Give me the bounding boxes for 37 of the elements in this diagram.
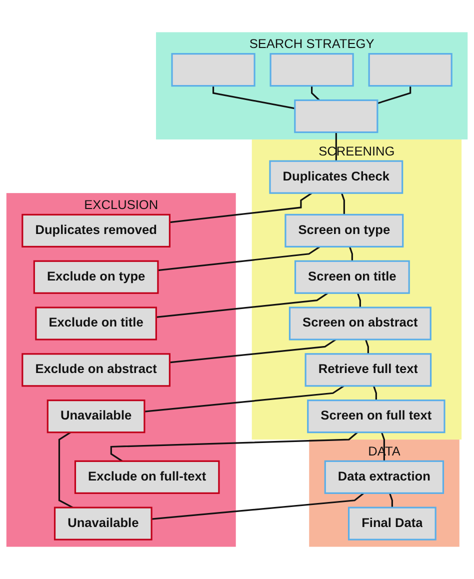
node-box: Exclude on abstract [22,353,170,387]
node-box: Exclude on title [35,306,157,340]
connector [356,292,361,308]
connector [311,86,320,101]
node-box: Data extraction [324,460,444,494]
node-box: Duplicates Check [269,160,404,194]
node-box: Screen on type [284,214,404,248]
cluster: SEARCH STRATEGY [156,32,468,140]
connector [212,86,296,110]
connector [170,338,336,364]
connector [340,192,345,215]
node-box: Exclude on full-text [74,460,220,494]
node-box: Unavailable [54,506,152,540]
node-box [270,53,354,87]
connector [144,385,344,412]
connector [151,492,364,520]
node-box: Screen on title [294,260,410,294]
node-box: Retrieve full text [304,353,432,387]
connector [156,292,328,318]
node-box: Unavailable [46,400,146,434]
node-box: Final Data [348,506,436,540]
node-box [171,53,256,87]
node-box: Exclude on type [33,260,159,294]
connector [377,86,412,104]
node-box: Screen on full text [307,400,446,434]
connector [372,386,377,400]
node-box: Screen on abstract [288,306,432,340]
connector [388,492,393,508]
node-box [294,99,378,134]
connector [158,246,320,272]
connector [110,432,358,462]
connector [348,246,353,262]
connector [364,339,369,354]
connector [170,192,312,224]
node-box: Duplicates removed [22,214,170,248]
connector [58,432,74,508]
node-box [368,53,452,87]
